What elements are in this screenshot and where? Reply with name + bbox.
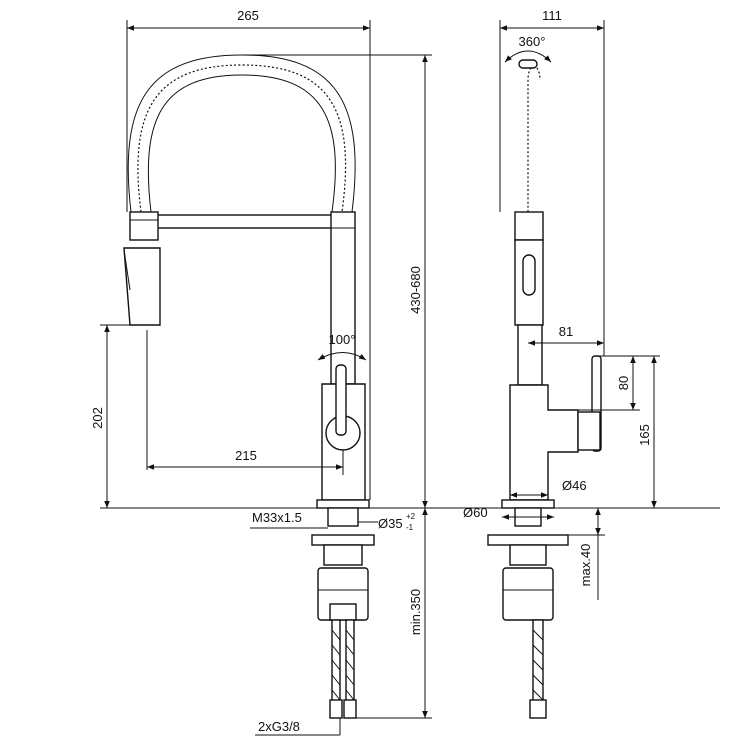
base-flange [316,499,370,509]
spring-hose [137,64,347,213]
dim-height-range: 430-680 [408,266,423,314]
dim-spout-height: 202 [90,407,105,429]
side-dim-base-dia: Ø60 [463,505,488,520]
side-spray-collar [514,211,544,241]
spray-head-collar [129,211,159,241]
column [330,211,356,385]
support-arm [156,214,336,229]
front-view: 265 430-680 202 215 100° M33x1.5 Ø35 +2 … [90,8,720,736]
dim-lever-angle: 100° [329,332,356,347]
dim-hole-dia: Ø35 [378,516,403,531]
spray-head [123,247,161,326]
side-dim-width: 111 [542,8,562,23]
side-view: 111 360° 81 80 165 Ø46 Ø60 max.40 [463,8,660,719]
side-mounting-body [502,567,554,621]
side-dim-lever-height: 80 [616,376,631,390]
side-dim-deck-thickness: max.40 [578,544,593,587]
dim-hole-tol-minus: -1 [406,523,414,532]
side-dim-body-dia: Ø46 [562,478,587,493]
dim-reach: 215 [235,448,257,463]
dim-connections: 2xG3/8 [258,719,300,734]
side-dim-lever-offset: 81 [559,324,573,339]
side-dim-handle-height: 165 [637,424,652,446]
lever-angle-arc [317,352,367,361]
dim-below-deck: min.350 [408,589,423,635]
lever [335,364,347,436]
dim-thread: M33x1.5 [252,510,302,525]
swivel-arc [504,50,552,63]
mounting-nut [311,534,375,546]
side-dim-swivel: 360° [519,34,546,49]
side-spring-hose [527,65,541,212]
dim-hole-tol-plus: +2 [406,512,416,521]
dim-width-overall: 265 [237,8,259,23]
